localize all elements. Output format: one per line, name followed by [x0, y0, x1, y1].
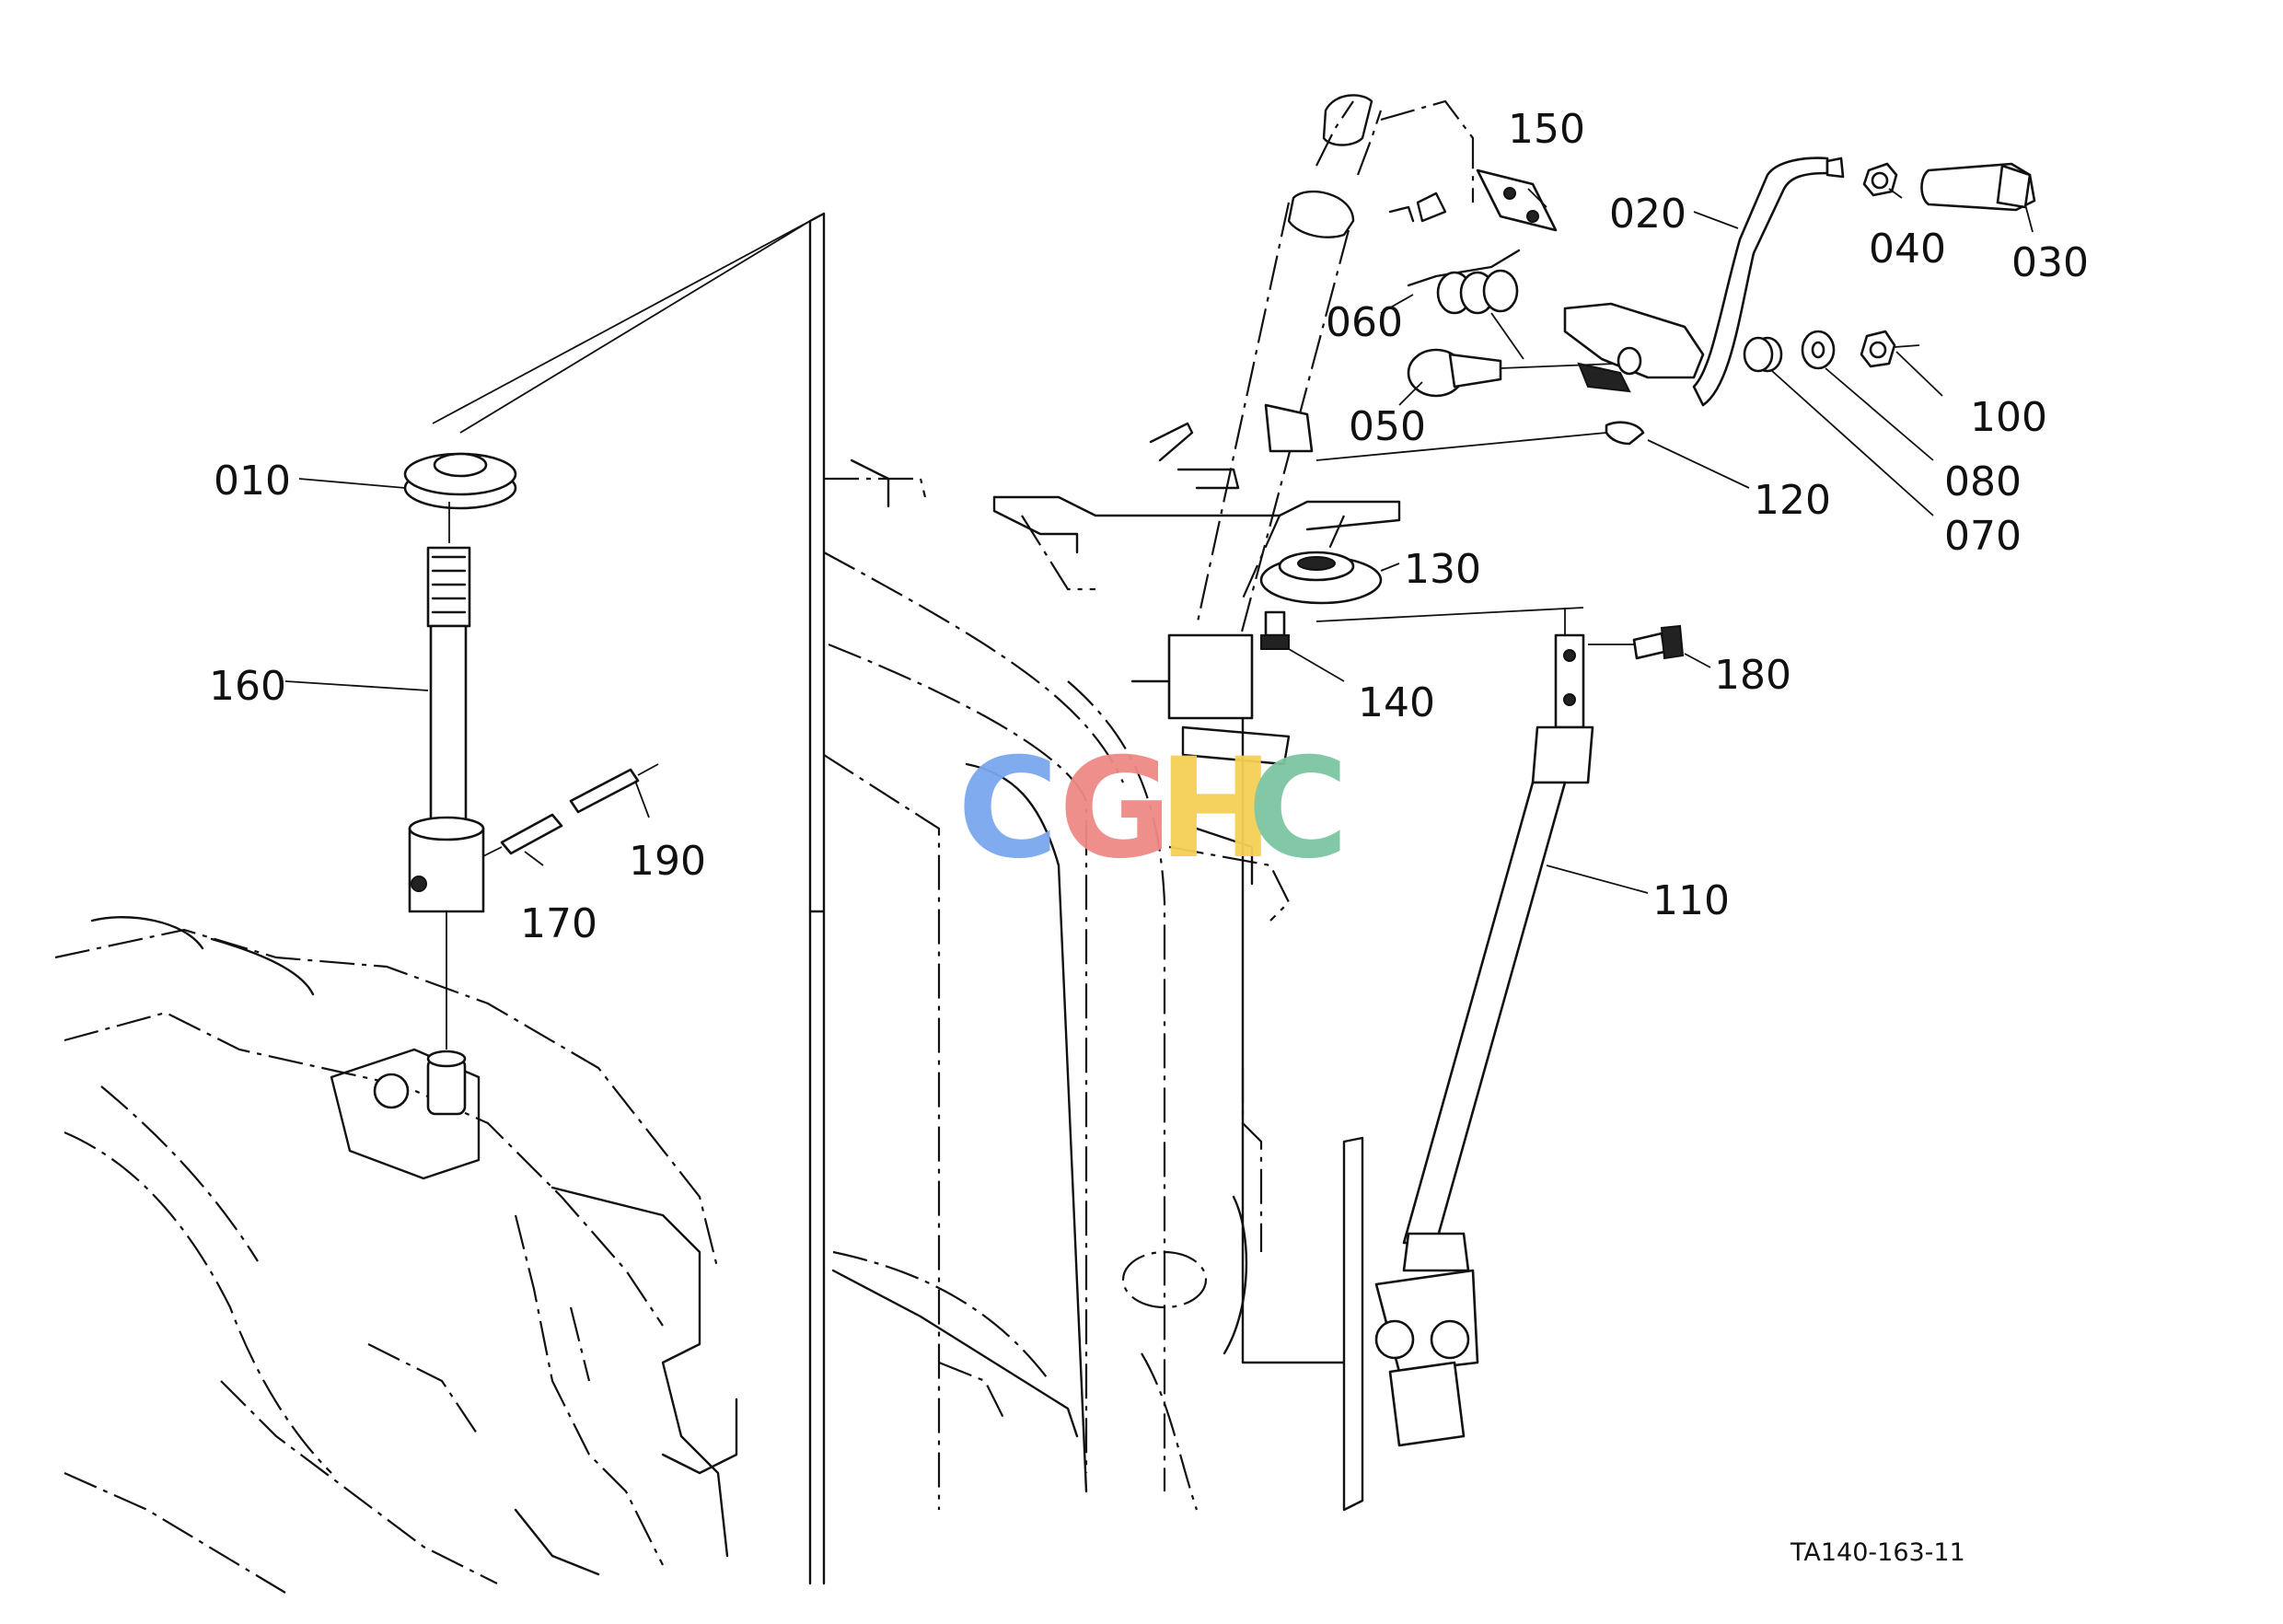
watermark-letter-g: G — [1059, 729, 1172, 889]
watermark-letter-c2: C — [1247, 729, 1349, 889]
part-150-bracket — [1388, 168, 1558, 232]
label-130: 130 — [1404, 546, 1481, 593]
part-010-bushing — [403, 220, 811, 510]
label-150: 150 — [1508, 106, 1585, 153]
part-070-collar — [1743, 336, 1783, 373]
label-030: 030 — [2011, 239, 2089, 286]
part-050-pin — [1407, 348, 1617, 398]
transmission-housing — [54, 916, 738, 1594]
part-180-bolt — [1588, 624, 1685, 660]
part-160-shaft — [408, 502, 485, 1050]
leader-lines — [284, 188, 2034, 894]
label-100: 100 — [1970, 394, 2047, 441]
label-080: 080 — [1944, 458, 2022, 505]
part-labels: 010 020 030 040 050 060 070 080 100 110 … — [209, 106, 2089, 947]
label-120: 120 — [1754, 477, 1831, 524]
figure-code: TA140-163-11 — [1790, 1538, 1965, 1567]
steering-column — [992, 94, 1475, 766]
label-140: 140 — [1358, 679, 1435, 726]
frame-outline — [432, 212, 1364, 1585]
label-190: 190 — [629, 838, 706, 885]
label-170: 170 — [520, 900, 597, 947]
label-010: 010 — [214, 458, 291, 505]
lever-bracket — [1563, 302, 1705, 393]
part-130-boot — [1259, 551, 1383, 605]
label-060: 060 — [1326, 299, 1403, 346]
part-020-lever — [1692, 157, 1845, 407]
watermark-letter-h: H — [1158, 729, 1274, 889]
label-040: 040 — [1869, 226, 1946, 273]
label-050: 050 — [1349, 403, 1426, 450]
part-120-clip — [1315, 421, 1645, 461]
part-030-knob — [1920, 162, 2036, 212]
label-020: 020 — [1609, 191, 1686, 238]
part-060-spring — [1407, 249, 1524, 360]
label-160: 160 — [209, 663, 286, 710]
part-080-washer — [1801, 330, 1836, 370]
part-100-nut — [1860, 330, 1920, 368]
parts-170-190-pins — [482, 763, 659, 857]
label-110: 110 — [1652, 877, 1730, 924]
part-110-steering-shaft — [1315, 607, 1594, 1447]
watermark-letter-c1: C — [957, 729, 1059, 889]
label-070: 070 — [1944, 513, 2022, 560]
part-140-bolt — [1260, 610, 1290, 650]
watermark: C G H C — [957, 729, 1349, 889]
label-180: 180 — [1714, 652, 1791, 699]
